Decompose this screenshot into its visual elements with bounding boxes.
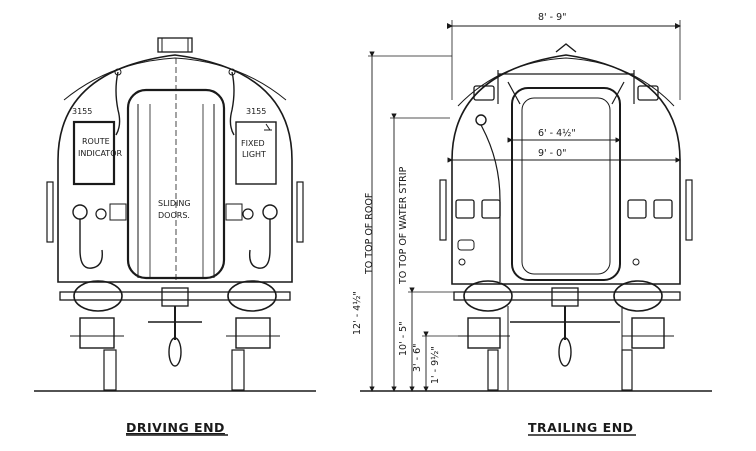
label-to-roof: TO TOP OF ROOF	[364, 193, 375, 275]
route-indicator-label-1: ROUTE	[82, 137, 110, 146]
trailing-end-caption: TRAILING END	[528, 420, 634, 435]
driving-number-right: 3155	[246, 107, 266, 116]
dim-overall-width: 8' - 9"	[538, 12, 567, 23]
dim-to-roof: 12' - 4½"	[352, 291, 363, 335]
dim-door-width: 6' - 4½"	[538, 128, 576, 139]
route-indicator-label-2: INDICATOR	[78, 149, 122, 158]
trailing-end-view: 8' - 9" 6' - 4½" 9' - 0" 12' - 4½" TO TO…	[352, 12, 712, 436]
label-to-water-strip: TO TOP OF WATER STRIP	[398, 166, 409, 285]
dim-to-water-strip: 10' - 5"	[398, 321, 409, 356]
sliding-doors-label-2: DOORS.	[158, 211, 190, 220]
driving-end-view: 3155 3155 ROUTE INDICATOR FIXED LIGHT SL…	[34, 37, 316, 436]
driving-end-caption: DRIVING END	[126, 420, 225, 435]
dim-body-width: 9' - 0"	[538, 148, 567, 159]
driving-number-left: 3155	[72, 107, 92, 116]
fixed-light-label-1: FIXED	[241, 139, 265, 148]
fixed-light-label-2: LIGHT	[242, 150, 266, 159]
dim-buffer-height: 3' - 6"	[412, 343, 423, 372]
sliding-doors-label-1: SLIDING	[158, 199, 191, 208]
dim-step-height: 1' - 9½"	[430, 346, 441, 384]
